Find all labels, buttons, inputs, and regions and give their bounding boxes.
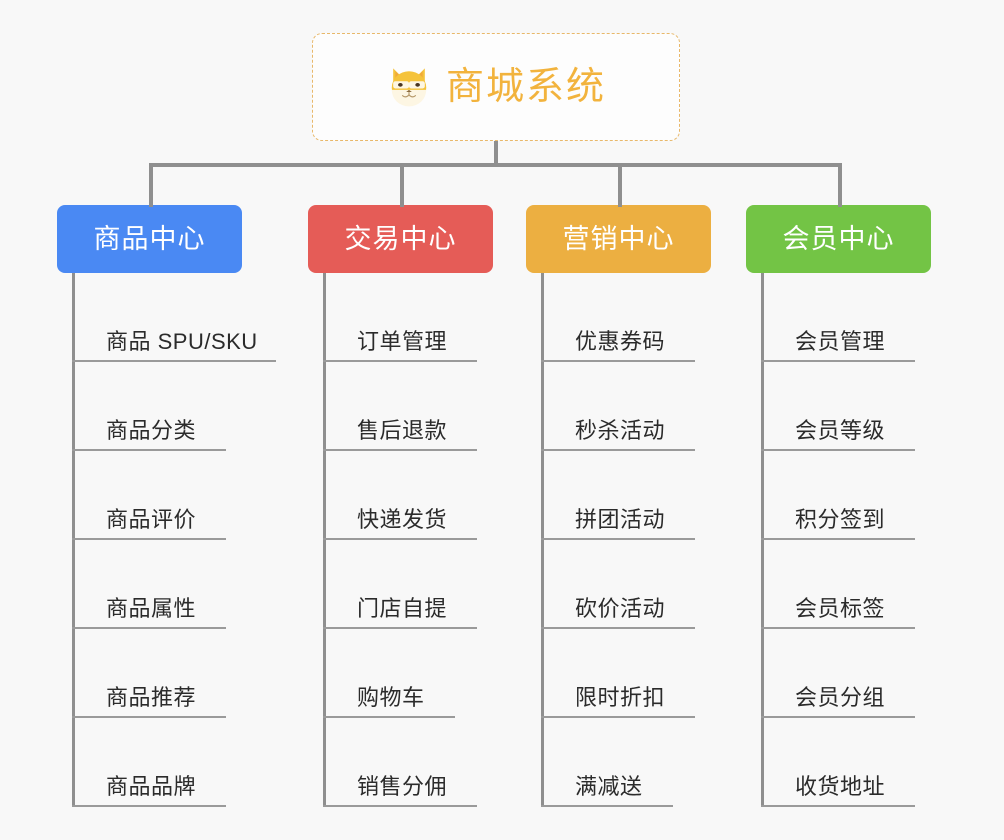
leaf-spine [761, 273, 764, 807]
leaf-item-underline [761, 360, 915, 362]
leaf-item-underline [323, 538, 477, 540]
leaf-item-label: 销售分佣 [357, 774, 448, 799]
leaf-item[interactable]: 收货地址 [761, 718, 915, 807]
leaf-item-underline [323, 360, 477, 362]
leaf-item-underline [323, 627, 477, 629]
leaf-item[interactable]: 购物车 [323, 629, 455, 718]
leaf-item-underline [323, 805, 477, 807]
root-node[interactable]: 商城系统 [312, 33, 680, 141]
leaf-item-label: 快递发货 [357, 507, 448, 532]
leaf-column-4: 会员管理会员等级积分签到会员标签会员分组收货地址 [761, 273, 915, 807]
leaf-item[interactable]: 商品品牌 [72, 718, 258, 807]
leaf-item-underline [761, 538, 915, 540]
leaf-item[interactable]: 商品 SPU/SKU [72, 273, 276, 362]
leaf-item-underline [72, 360, 276, 362]
leaf-item[interactable]: 会员管理 [761, 273, 915, 362]
leaf-item[interactable]: 商品评价 [72, 451, 258, 540]
leaf-item[interactable]: 商品属性 [72, 540, 258, 629]
leaf-item[interactable]: 优惠券码 [541, 273, 695, 362]
leaf-item-label: 收货地址 [795, 774, 886, 799]
leaf-item-label: 商品品牌 [106, 774, 197, 799]
leaf-item-label: 限时折扣 [575, 685, 666, 710]
leaf-item-underline [761, 805, 915, 807]
leaf-item[interactable]: 会员等级 [761, 362, 915, 451]
leaf-item-underline [541, 538, 695, 540]
category-label: 会员中心 [782, 223, 895, 254]
leaf-column-3: 优惠券码秒杀活动拼团活动砍价活动限时折扣满减送 [541, 273, 695, 807]
leaf-item-label: 购物车 [357, 685, 425, 710]
leaf-item[interactable]: 秒杀活动 [541, 362, 695, 451]
leaf-item-underline [323, 716, 455, 718]
leaf-item-label: 商品评价 [106, 507, 197, 532]
leaf-item-underline [72, 627, 226, 629]
leaf-item-underline [541, 449, 695, 451]
leaf-item[interactable]: 会员标签 [761, 540, 915, 629]
category-box-2[interactable]: 交易中心 [308, 205, 493, 273]
shiba-dog-face-icon [386, 64, 432, 110]
category-label: 交易中心 [344, 223, 457, 254]
leaf-item-label: 商品属性 [106, 596, 197, 621]
leaf-item-label: 满减送 [575, 774, 643, 799]
leaf-item-underline [541, 360, 695, 362]
leaf-item-label: 会员分组 [795, 685, 886, 710]
category-label: 商品中心 [93, 223, 206, 254]
leaf-item[interactable]: 商品推荐 [72, 629, 258, 718]
leaf-item[interactable]: 积分签到 [761, 451, 915, 540]
connector-root-stem [494, 141, 498, 165]
connector-drop-2 [400, 163, 404, 207]
leaf-item-underline [72, 805, 226, 807]
leaf-item-label: 门店自提 [357, 596, 448, 621]
connector-bus-bar [149, 163, 842, 167]
leaf-item-underline [72, 449, 226, 451]
leaf-item[interactable]: 售后退款 [323, 362, 477, 451]
leaf-item-label: 会员等级 [795, 418, 886, 443]
leaf-item-underline [761, 449, 915, 451]
leaf-item-label: 商品推荐 [106, 685, 197, 710]
leaf-column-2: 订单管理售后退款快递发货门店自提购物车销售分佣 [323, 273, 477, 807]
leaf-item[interactable]: 快递发货 [323, 451, 477, 540]
leaf-item[interactable]: 商品分类 [72, 362, 258, 451]
leaf-item-label: 订单管理 [357, 329, 448, 354]
leaf-item-underline [72, 538, 226, 540]
leaf-item-underline [761, 627, 915, 629]
leaf-item-label: 积分签到 [795, 507, 886, 532]
leaf-item[interactable]: 砍价活动 [541, 540, 695, 629]
leaf-item-label: 优惠券码 [575, 329, 666, 354]
leaf-item-label: 秒杀活动 [575, 418, 666, 443]
category-label: 营销中心 [562, 223, 675, 254]
leaf-item[interactable]: 销售分佣 [323, 718, 477, 807]
leaf-column-1: 商品 SPU/SKU 商品分类商品评价商品属性商品推荐商品品牌 [72, 273, 276, 807]
leaf-item[interactable]: 订单管理 [323, 273, 477, 362]
leaf-item-label: 会员管理 [795, 329, 886, 354]
category-box-3[interactable]: 营销中心 [526, 205, 711, 273]
leaf-item[interactable]: 门店自提 [323, 540, 477, 629]
leaf-item-label: 砍价活动 [575, 596, 666, 621]
category-box-1[interactable]: 商品中心 [57, 205, 242, 273]
leaf-item-label: 商品分类 [106, 418, 197, 443]
leaf-spine [323, 273, 326, 807]
leaf-item-underline [541, 805, 673, 807]
leaf-spine [72, 273, 75, 807]
leaf-item[interactable]: 限时折扣 [541, 629, 695, 718]
leaf-item-label: 商品 SPU/SKU [106, 329, 258, 354]
leaf-item-underline [541, 716, 695, 718]
category-box-4[interactable]: 会员中心 [746, 205, 931, 273]
leaf-item[interactable]: 会员分组 [761, 629, 915, 718]
leaf-item[interactable]: 拼团活动 [541, 451, 695, 540]
leaf-item[interactable]: 满减送 [541, 718, 673, 807]
connector-drop-4 [838, 163, 842, 207]
root-title: 商城系统 [445, 66, 606, 108]
leaf-item-underline [323, 449, 477, 451]
leaf-item-label: 售后退款 [357, 418, 448, 443]
leaf-item-underline [541, 627, 695, 629]
leaf-item-label: 会员标签 [795, 596, 886, 621]
connector-drop-3 [618, 163, 622, 207]
leaf-item-label: 拼团活动 [575, 507, 666, 532]
leaf-item-underline [72, 716, 226, 718]
leaf-item-underline [761, 716, 915, 718]
connector-drop-1 [149, 163, 153, 207]
leaf-spine [541, 273, 544, 807]
